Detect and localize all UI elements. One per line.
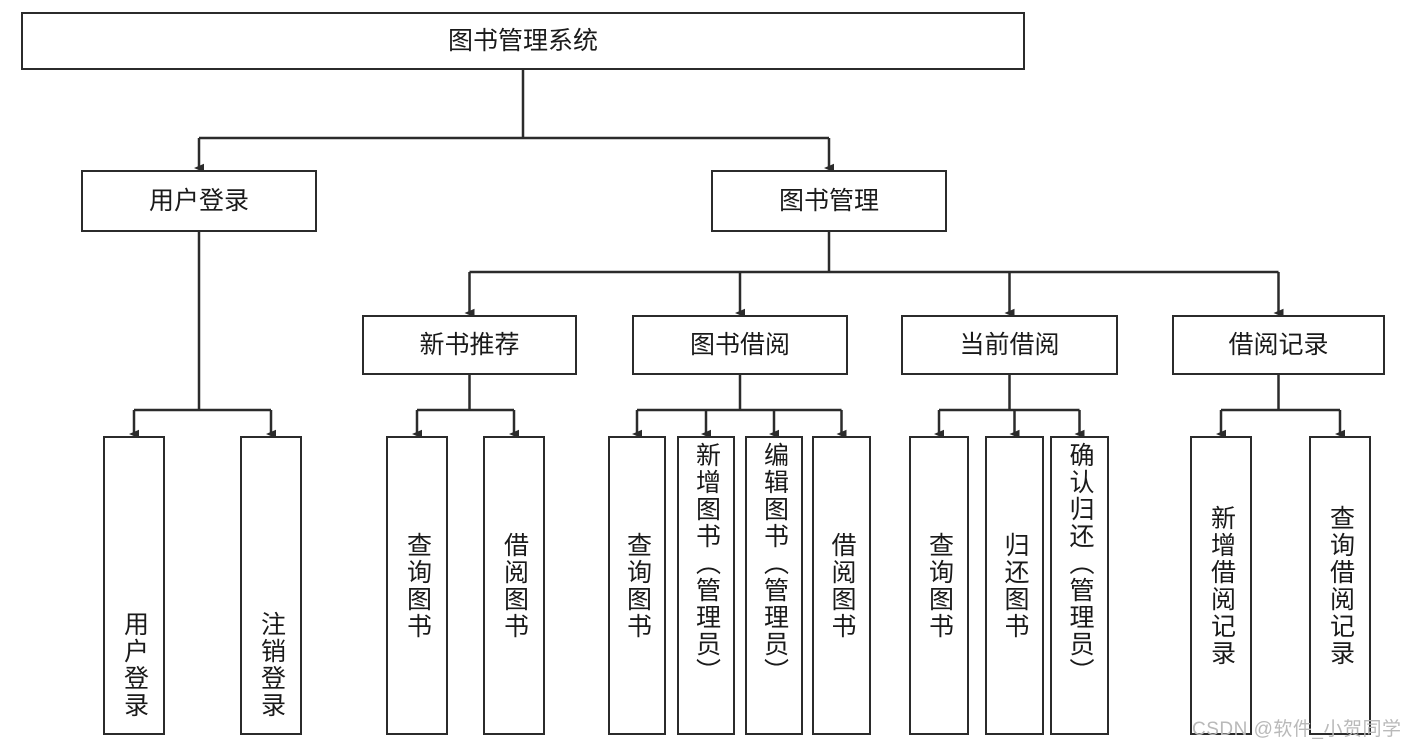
node-leaf-borrow-book-2[interactable]: 借阅图书	[812, 436, 871, 735]
node-leaf-add-record[interactable]: 新增借阅记录	[1190, 436, 1252, 735]
node-label-root: 图书管理系统	[447, 26, 598, 55]
node-label-current-borrow: 当前借阅	[959, 330, 1060, 359]
node-label-book-borrow: 图书借阅	[689, 330, 790, 359]
node-user-login[interactable]: 用户登录	[81, 170, 317, 232]
node-label-leaf-return-book: 归还图书	[1001, 531, 1029, 640]
node-label-leaf-borrow-book-2: 借阅图书	[828, 531, 856, 640]
node-leaf-query-record[interactable]: 查询借阅记录	[1309, 436, 1371, 735]
node-label-leaf-user-logout: 注销登录	[257, 611, 286, 719]
node-label-leaf-query-book-1: 查询图书	[403, 531, 432, 640]
node-label-leaf-query-book-3: 查询图书	[925, 531, 954, 640]
node-leaf-return-book[interactable]: 归还图书	[985, 436, 1044, 735]
node-leaf-add-book[interactable]: 新增图书（管理员）	[677, 436, 735, 735]
watermark-label: CSDN @软件_小贺同学	[1192, 719, 1402, 740]
node-label-book-manage: 图书管理	[778, 186, 879, 215]
node-label-leaf-borrow-book-1: 借阅图书	[500, 531, 529, 640]
node-leaf-query-book-2[interactable]: 查询图书	[608, 436, 666, 735]
node-leaf-confirm-return[interactable]: 确认归还（管理员）	[1050, 436, 1109, 735]
node-leaf-query-book-1[interactable]: 查询图书	[386, 436, 448, 735]
node-label-leaf-query-book-2: 查询图书	[623, 531, 652, 640]
node-leaf-user-login[interactable]: 用户登录	[103, 436, 165, 735]
node-leaf-user-logout[interactable]: 注销登录	[240, 436, 302, 735]
node-current-borrow[interactable]: 当前借阅	[901, 315, 1118, 375]
node-new-book-rec[interactable]: 新书推荐	[362, 315, 577, 375]
node-label-leaf-confirm-return: 确认归还（管理员）	[1066, 442, 1094, 685]
node-label-user-login: 用户登录	[148, 186, 249, 215]
node-leaf-borrow-book-1[interactable]: 借阅图书	[483, 436, 545, 735]
node-label-leaf-add-book: 新增图书（管理员）	[692, 442, 721, 685]
node-label-leaf-user-login: 用户登录	[120, 611, 149, 719]
node-root[interactable]: 图书管理系统	[21, 12, 1025, 70]
node-label-new-book-rec: 新书推荐	[419, 330, 520, 359]
node-book-manage[interactable]: 图书管理	[711, 170, 947, 232]
node-label-leaf-query-record: 查询借阅记录	[1326, 504, 1355, 667]
node-label-borrow-record: 借阅记录	[1228, 330, 1329, 359]
node-borrow-record[interactable]: 借阅记录	[1172, 315, 1385, 375]
node-leaf-query-book-3[interactable]: 查询图书	[909, 436, 969, 735]
node-label-leaf-add-record: 新增借阅记录	[1207, 504, 1236, 667]
node-book-borrow[interactable]: 图书借阅	[632, 315, 848, 375]
node-leaf-edit-book[interactable]: 编辑图书（管理员）	[745, 436, 803, 735]
connector-lines	[129, 70, 1345, 439]
node-label-leaf-edit-book: 编辑图书（管理员）	[760, 442, 789, 685]
